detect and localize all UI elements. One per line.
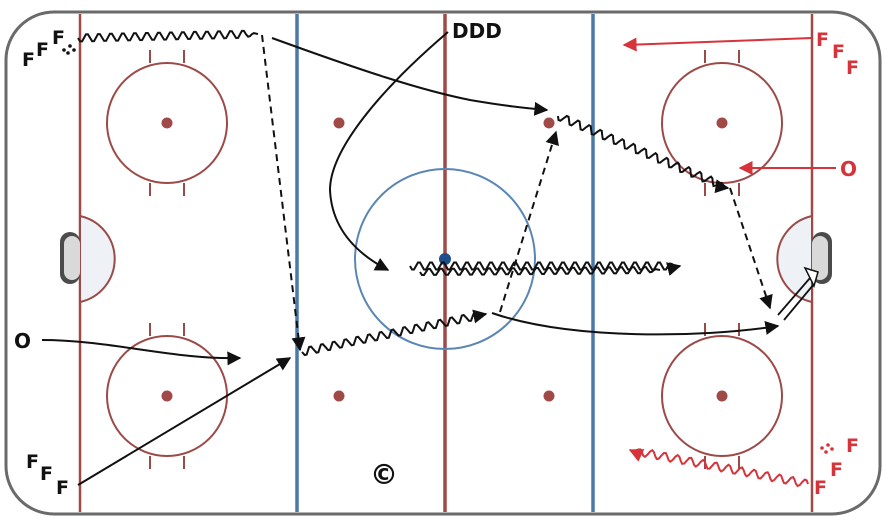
wavy-path-top-right <box>557 114 730 194</box>
pass-right-down <box>729 187 773 310</box>
center-circle <box>354 168 536 350</box>
faceoff-dot-top-right <box>716 117 728 129</box>
wavy-path-center-b <box>419 266 661 276</box>
svg-text:F: F <box>36 39 49 61</box>
pass-top-left-down <box>261 34 306 352</box>
crease-right <box>776 214 813 304</box>
shot-arrow <box>777 266 819 321</box>
neutral-dot-top-right <box>543 117 555 129</box>
svg-text:F: F <box>816 29 829 51</box>
label-o-right: O <box>840 157 857 181</box>
skate-path-top-to-neutral <box>271 37 549 116</box>
label-fff-top-right: F F F <box>816 29 859 79</box>
copyright-mark: © <box>370 458 398 491</box>
net-right-inner <box>812 236 828 280</box>
skate-path-ddd <box>328 31 449 271</box>
skate-path-fff-bottom-left <box>77 357 292 486</box>
faceoff-dot-top-left <box>161 117 173 129</box>
svg-text:F: F <box>814 477 827 499</box>
faceoff-circle-top-left <box>106 50 228 196</box>
label-fff-bottom-left: F F F <box>26 451 69 499</box>
neutral-dot-bottom-right <box>543 390 555 402</box>
label-o-left: O <box>14 329 31 353</box>
wavy-path-top-left <box>77 29 259 43</box>
svg-text:F: F <box>830 459 843 481</box>
label-fff-top-left: F F F <box>22 27 76 71</box>
svg-text:F: F <box>40 463 53 485</box>
neutral-dot-bottom-left <box>333 390 345 402</box>
svg-text:F: F <box>22 49 35 71</box>
svg-text:F: F <box>832 41 845 63</box>
faceoff-dot-bottom-left <box>161 390 173 402</box>
wavy-path-red-bottom-right <box>628 448 809 488</box>
label-fff-bottom-right: F F F <box>814 435 859 499</box>
svg-text:F: F <box>846 57 859 79</box>
neutral-dot-top-left <box>333 117 345 129</box>
faceoff-dot-bottom-right <box>716 390 728 402</box>
wavy-path-neutral-left <box>301 309 488 357</box>
svg-text:F: F <box>52 27 65 49</box>
svg-text:F: F <box>56 477 69 499</box>
label-ddd: DDD <box>452 19 502 43</box>
crease-left <box>79 214 116 304</box>
skate-path-o-left <box>41 339 242 366</box>
wavy-path-center-a <box>409 261 682 276</box>
svg-text:F: F <box>26 451 39 473</box>
pass-center-up <box>499 130 559 313</box>
red-arrow-fff-top-right <box>622 37 813 52</box>
skate-path-center-to-right <box>491 312 780 336</box>
net-left-inner <box>64 236 80 280</box>
svg-text:F: F <box>846 435 859 457</box>
